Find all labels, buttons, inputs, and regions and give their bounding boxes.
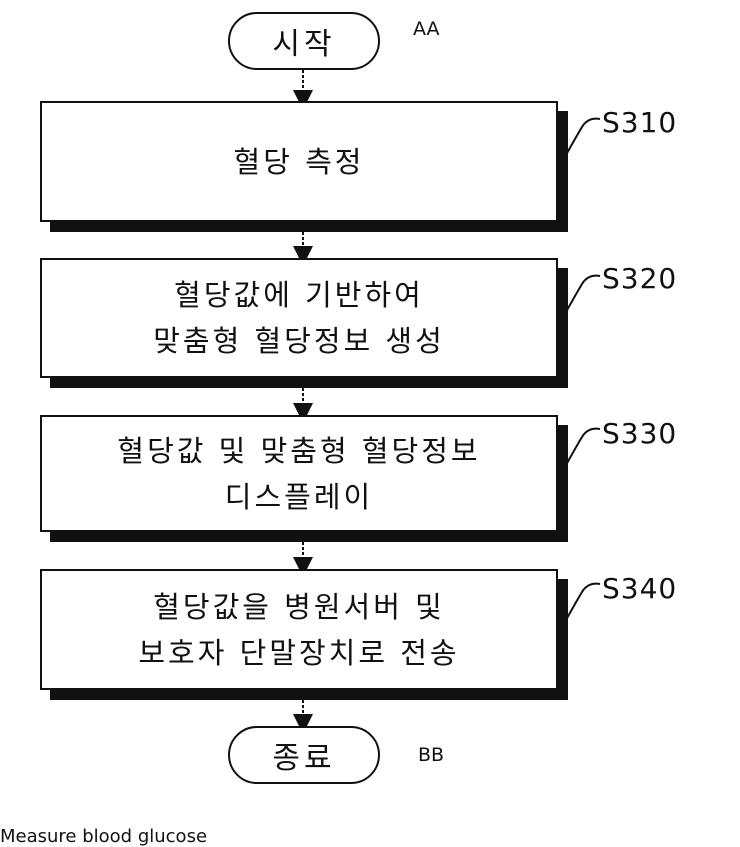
end-label: 종료 [272,733,335,777]
step-s320: 혈당값에 기반하여 맞춤형 혈당정보 생성 [40,258,558,378]
step-s330-line-1: 혈당값 및 맞춤형 혈당정보 [117,428,480,474]
step-s320-id: S320 [602,262,677,295]
step-s310-line-1: 혈당 측정 [234,139,365,185]
step-s320-line-2: 맞춤형 혈당정보 생성 [153,318,445,364]
step-s340-line-2: 보호자 단말장치로 전송 [138,630,459,676]
step-s340-line-1: 혈당값을 병원서버 및 [153,584,445,630]
start-tag: AA [413,18,440,40]
leader-s320 [566,276,600,312]
start-label: 시작 [272,19,335,63]
start-terminal: 시작 [228,12,380,70]
step-s310: 혈당 측정 [40,101,558,222]
leader-s340 [566,584,600,620]
step-s340: 혈당값을 병원서버 및 보호자 단말장치로 전송 [40,569,558,690]
leader-s330 [566,429,600,465]
step-s330: 혈당값 및 맞춤형 혈당정보 디스플레이 [40,415,558,532]
end-tag: BB [418,744,444,766]
step-s330-line-2: 디스플레이 [225,474,373,520]
leader-s310 [566,119,600,155]
step-s340-id: S340 [602,572,677,605]
step-s320-line-1: 혈당값에 기반하여 [174,272,424,318]
caption-text: Measure blood glucose [0,826,207,847]
step-s310-id: S310 [602,106,677,139]
step-s330-id: S330 [602,417,677,450]
end-terminal: 종료 [228,726,380,784]
